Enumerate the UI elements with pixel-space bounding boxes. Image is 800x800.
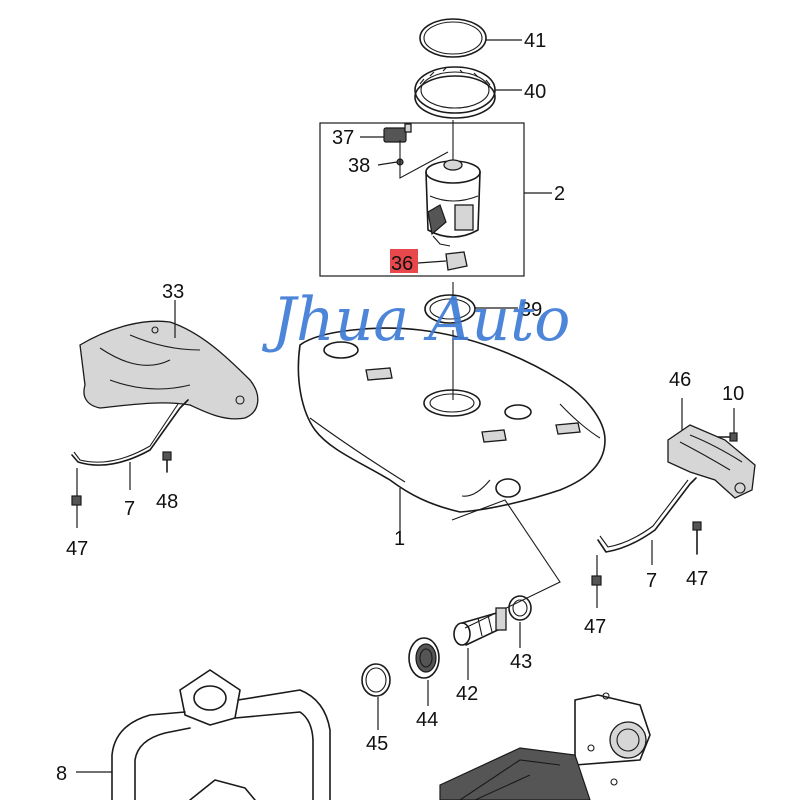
callout-7b: 7 xyxy=(646,570,657,592)
part-7-strap-right-edge xyxy=(599,479,689,548)
callout-48: 48 xyxy=(156,491,178,513)
callout-44: 44 xyxy=(416,709,438,731)
part-1-fuel-tank xyxy=(297,327,606,513)
part-47-nut-lower xyxy=(591,555,602,608)
callout-46: 46 xyxy=(669,369,691,391)
part-41-seal-ring xyxy=(419,18,487,58)
callout-45: 45 xyxy=(366,733,388,755)
callout-40: 40 xyxy=(524,81,546,103)
part-7-strap-right xyxy=(597,477,697,553)
callout-10: 10 xyxy=(722,383,744,405)
callout-33: 33 xyxy=(162,281,184,303)
part-39-gasket xyxy=(424,294,476,324)
leader-36 xyxy=(417,260,447,264)
leader-38 xyxy=(377,161,398,166)
part-46-heat-shield xyxy=(667,424,756,499)
part-44-lock-ring xyxy=(408,637,440,679)
callout-1: 1 xyxy=(394,528,405,550)
part-7-strap-left-edge xyxy=(73,403,179,463)
part-33-heat-shield xyxy=(79,320,259,420)
part-45-seal xyxy=(361,663,391,697)
callout-38: 38 xyxy=(348,155,370,177)
watermark-text: Jhua Auto xyxy=(261,285,570,355)
part-48-bolt xyxy=(162,451,172,473)
part-2-fuel-pump-module xyxy=(425,159,481,247)
harness-wire xyxy=(399,140,449,179)
callout-47a: 47 xyxy=(66,538,88,560)
part-47-nut-left xyxy=(71,468,82,528)
evap-canister-assembly xyxy=(439,692,651,800)
pump-module-box xyxy=(319,122,525,277)
callout-41: 41 xyxy=(524,30,546,52)
part-47-bolt-right xyxy=(692,521,702,555)
part-7-strap-left xyxy=(71,399,189,466)
part-43-o-ring xyxy=(508,595,532,621)
callout-42: 42 xyxy=(456,683,478,705)
callout-47b: 47 xyxy=(686,568,708,590)
callout-37: 37 xyxy=(332,127,354,149)
filler-projection xyxy=(451,499,561,629)
callout-8: 8 xyxy=(56,763,67,785)
part-40-lock-ring xyxy=(414,66,496,119)
part-8-filler-pipe xyxy=(111,669,331,800)
part-36-filter xyxy=(445,251,468,271)
callout-2: 2 xyxy=(554,183,565,205)
callout-36: 36 xyxy=(391,253,413,275)
callout-36-highlight xyxy=(390,249,418,273)
part-37-connector xyxy=(383,123,412,143)
callout-7a: 7 xyxy=(124,498,135,520)
callout-47c: 47 xyxy=(584,616,606,638)
callout-39: 39 xyxy=(520,299,542,321)
part-42-filler-valve xyxy=(453,607,507,646)
callout-43: 43 xyxy=(510,651,532,673)
